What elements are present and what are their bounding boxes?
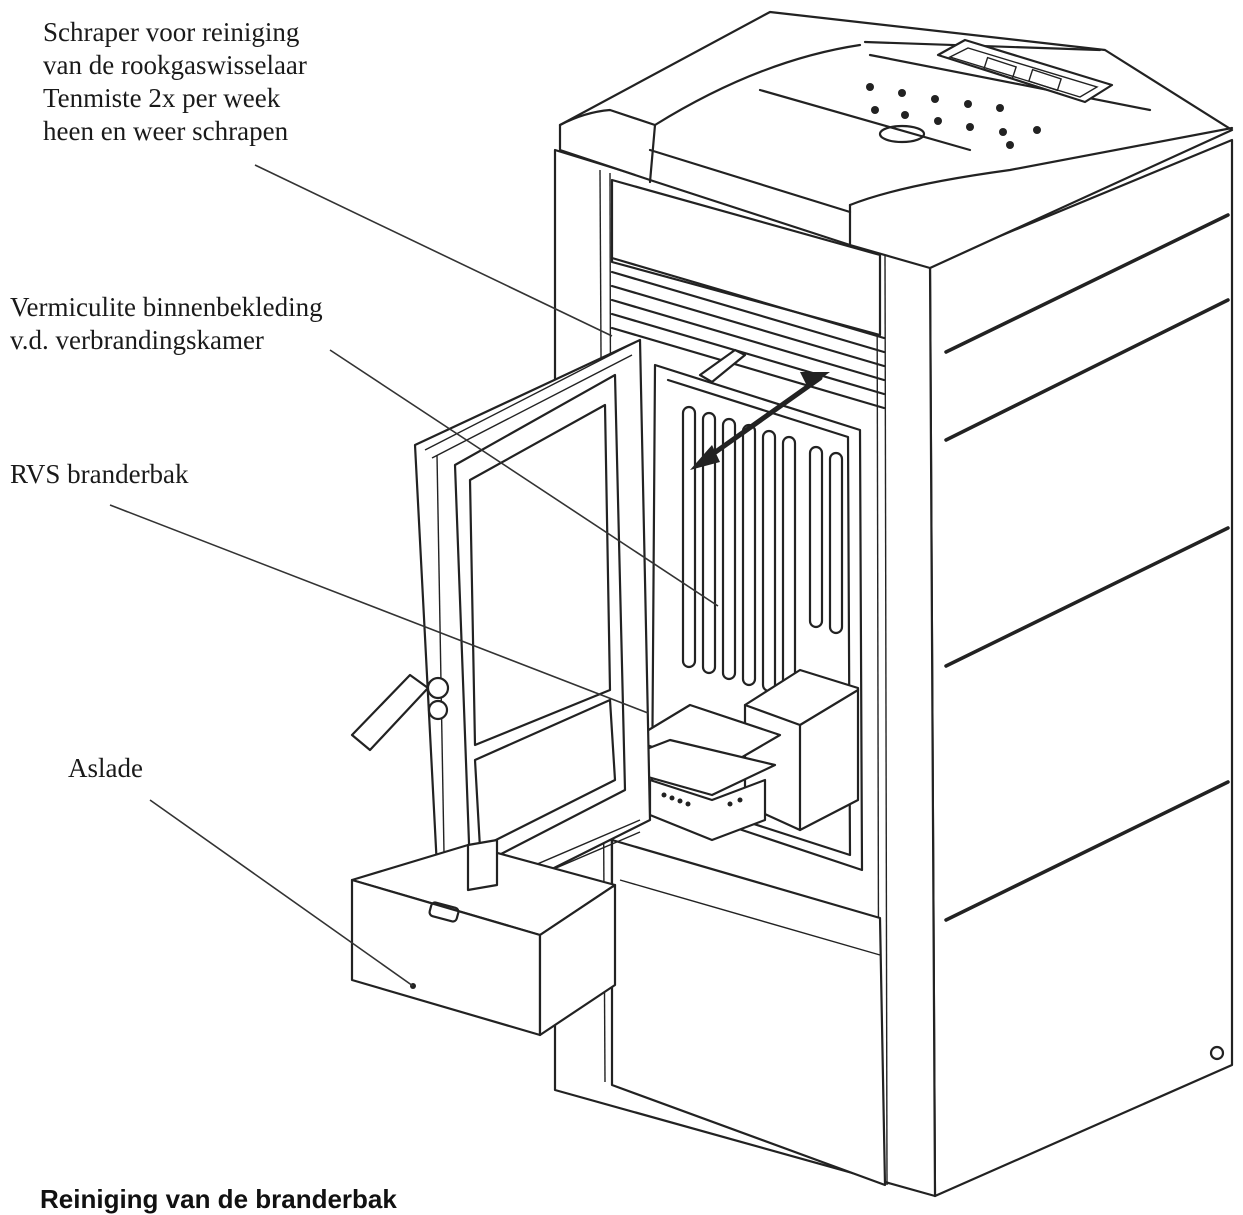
label-scraper-line1: Schraper voor reiniging <box>43 17 300 47</box>
label-vermiculite: Vermiculite binnenbekleding v.d. verbran… <box>10 291 323 357</box>
side-foot-screw <box>1209 1045 1225 1061</box>
label-scraper-line2: van de rookgaswisselaar <box>43 50 307 80</box>
leader-scraper <box>254 164 613 337</box>
label-ash-drawer: Aslade <box>68 753 143 783</box>
section-caption: Reiniging van de branderbak <box>40 1184 397 1214</box>
leader-ash-drawer <box>149 799 414 987</box>
top-rim-right <box>848 126 1234 207</box>
control-panel <box>936 38 1114 104</box>
top-rim-left <box>558 108 657 184</box>
label-burner-pot: RVS branderbak <box>10 459 189 489</box>
scraper-motion-arrow <box>690 372 830 470</box>
stove-right-side-panel <box>928 138 1234 1198</box>
vermiculite-lining-ribs <box>681 405 844 699</box>
leader-vermiculite <box>329 349 719 607</box>
front-upper-panel <box>610 178 882 337</box>
side-panel-grooves <box>944 213 1230 922</box>
heat-exchanger-grille <box>610 256 886 410</box>
ash-drawer <box>350 838 617 1037</box>
label-vermiculite-line2: v.d. verbrandingskamer <box>10 325 264 355</box>
open-door <box>350 338 652 927</box>
top-lid-handle <box>878 124 926 144</box>
label-scraper-line4: heen en weer schrapen <box>43 116 289 146</box>
label-vermiculite-line1: Vermiculite binnenbekleding <box>10 292 323 322</box>
leader-burner-pot <box>109 504 649 714</box>
front-lower-panel <box>610 838 887 1187</box>
door-handle <box>350 673 430 752</box>
label-scraper: Schraper voor reiniging van de rookgaswi… <box>43 16 307 148</box>
top-vent-holes <box>866 83 1041 149</box>
label-scraper-line3: Tenmiste 2x per week <box>43 83 281 113</box>
exchanger-scraper <box>698 348 747 384</box>
